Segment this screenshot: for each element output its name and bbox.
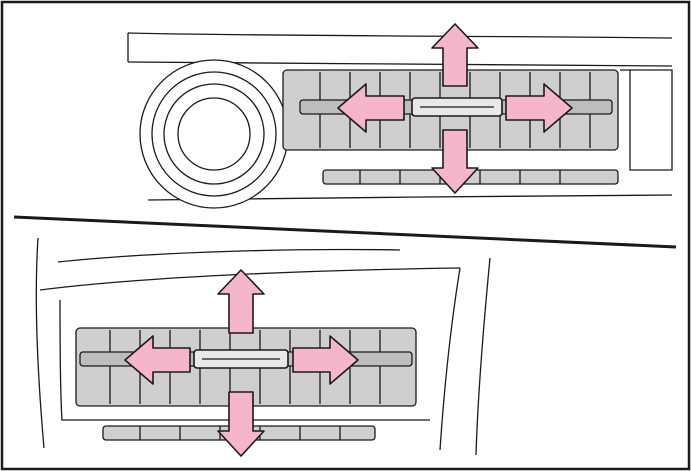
left-arrow-icon <box>337 83 405 133</box>
left-arrow-icon <box>124 335 191 385</box>
dash-left-contour <box>35 237 45 449</box>
down-arrow-icon <box>217 391 265 457</box>
right-arrow-icon <box>505 83 573 133</box>
display-screen <box>620 69 673 171</box>
dash-right-inner <box>439 267 461 451</box>
right-arrow-icon <box>292 335 359 385</box>
up-arrow-icon <box>217 269 265 334</box>
dash-top-contour <box>57 248 401 263</box>
climate-knob <box>139 59 289 209</box>
dash-top-line <box>127 32 673 39</box>
vent-bezel <box>59 299 430 421</box>
up-arrow-icon <box>431 23 479 87</box>
down-arrow-icon <box>431 129 479 194</box>
view-divider <box>13 215 677 249</box>
dash-right-contour <box>475 257 491 456</box>
